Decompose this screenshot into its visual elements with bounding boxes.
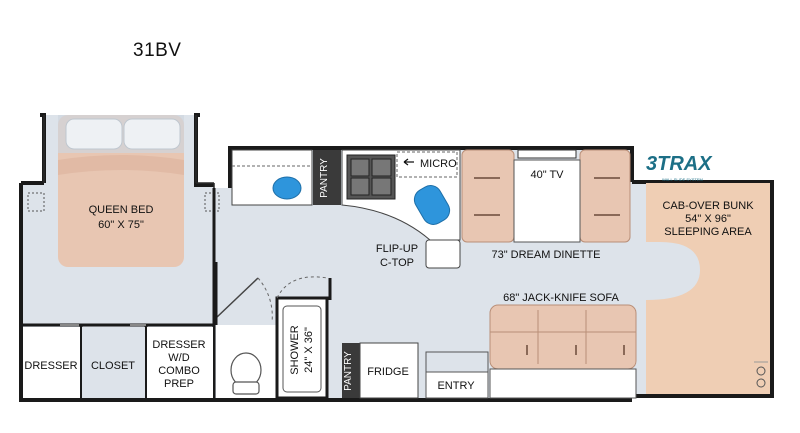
toilet [230, 352, 262, 395]
kitchen-sink-2 [413, 185, 451, 225]
kitchen-sink [272, 176, 302, 200]
flip-up-countertop [425, 239, 461, 269]
fridge [359, 342, 419, 399]
pantry-top [313, 150, 341, 205]
queen-bed [58, 115, 184, 267]
flip-up-label-2: C-TOP [380, 257, 414, 269]
cup-holder [756, 378, 766, 388]
micro-label: MICRO [420, 158, 457, 170]
microwave [396, 151, 458, 178]
dresser-combo-label-3: COMBO [158, 365, 200, 377]
tv-label: 40" TV [530, 169, 564, 181]
cab-over-label-1: CAB-OVER BUNK [662, 200, 754, 212]
shower [275, 296, 329, 400]
nightstand [27, 192, 45, 212]
logo-tagline: WALL SLIDE SYSTEM [662, 177, 703, 182]
dresser-combo-label-1: DRESSER [152, 339, 205, 351]
sofa-label: 68" JACK-KNIFE SOFA [503, 292, 619, 304]
dream-dinette [461, 149, 631, 243]
cab-over-label-2: 54" X 96" [685, 213, 731, 225]
cup-holder [756, 366, 766, 376]
dresser-combo [147, 327, 213, 398]
pantry-bottom [342, 343, 360, 398]
entry-label: ENTRY [437, 380, 475, 392]
pantry-bottom-label: PANTRY [343, 351, 354, 391]
pantry-top-label: PANTRY [319, 158, 330, 198]
jack-knife-sofa [489, 304, 637, 399]
3trax-logo: 3TRAX WALL SLIDE SYSTEM [646, 153, 713, 182]
closet [82, 327, 145, 398]
dresser-combo-label-4: PREP [164, 378, 194, 390]
kitchen-counter [231, 149, 313, 206]
flip-up-label-1: FLIP-UP [376, 243, 418, 255]
logo-brand: 3TRAX [646, 153, 713, 175]
dinette-label: 73" DREAM DINETTE [491, 249, 600, 261]
fridge-label: FRIDGE [367, 366, 409, 378]
queen-bed-label: QUEEN BED [89, 204, 154, 216]
shower-label: SHOWER [289, 325, 301, 375]
closet-label: CLOSET [91, 360, 135, 372]
dresser-left [23, 327, 80, 398]
cab-over-bunk [646, 183, 770, 394]
entry[interactable] [425, 371, 489, 399]
queen-bed-size: 60" X 75" [98, 219, 144, 231]
slide-out-outline [43, 115, 215, 188]
shower-size: 24" X 36" [303, 327, 315, 373]
dresser-combo-label-2: W/D [168, 352, 189, 364]
dresser-left-label: DRESSER [24, 360, 77, 372]
cab-over-label-3: SLEEPING AREA [664, 226, 752, 238]
model-name: 31BV [133, 40, 182, 61]
